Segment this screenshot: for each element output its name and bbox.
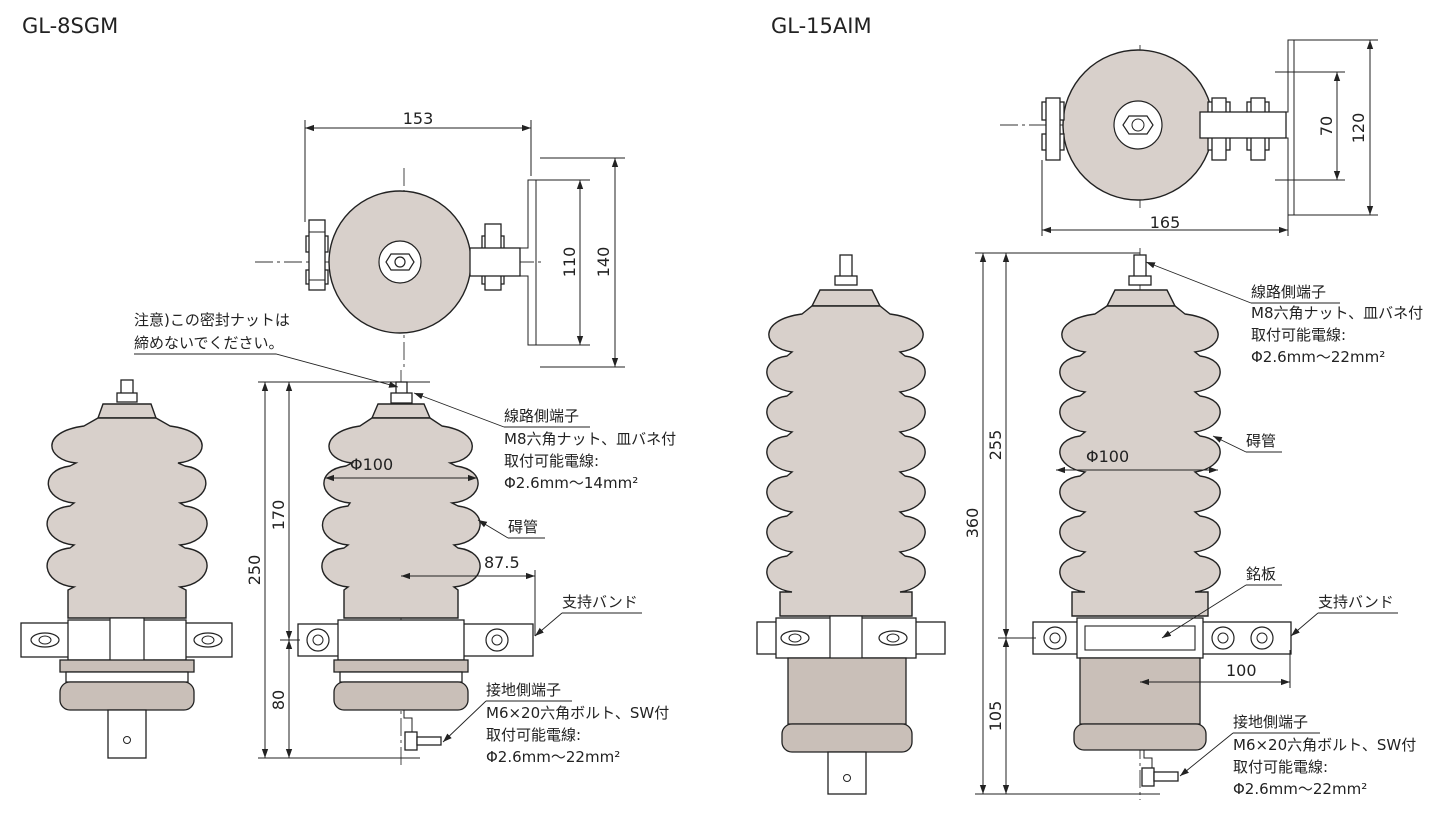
- dim-87-5: 87.5: [484, 553, 520, 572]
- dim-140: 140: [594, 247, 613, 278]
- dim-255: 255: [986, 430, 1005, 461]
- dim-110: 110: [560, 247, 579, 278]
- dim-105: 105: [986, 701, 1005, 732]
- left-line-terminal-label: 線路側端子 M8六角ナット、皿バネ付 取付可能電線: Φ2.6mm〜14mm²: [414, 393, 676, 492]
- right-nameplate-label: 銘板: [1162, 565, 1282, 638]
- note-line-2: 締めないでください。: [134, 334, 284, 352]
- ground-terminal-spec-right: M6×20六角ボルト、SW付: [1233, 736, 1416, 754]
- left-side-view-a: [20, 379, 233, 759]
- line-terminal-range-right: Φ2.6mm〜22mm²: [1251, 348, 1385, 366]
- dim-70: 70: [1317, 116, 1336, 136]
- left-side-view-b: [297, 370, 534, 765]
- insulator-label-right: 碍管: [1246, 432, 1276, 450]
- line-terminal-wire-right: 取付可能電線:: [1251, 326, 1346, 344]
- note-line-1: 注意)この密封ナットは: [134, 311, 290, 329]
- ground-terminal-spec: M6×20六角ボルト、SW付: [486, 704, 669, 722]
- right-line-terminal-label: 線路側端子 M8六角ナット、皿バネ付 取付可能電線: Φ2.6mm〜22mm²: [1146, 262, 1423, 366]
- left-ground-terminal-label: 接地側端子 M6×20六角ボルト、SW付 取付可能電線: Φ2.6mm〜22mm…: [443, 681, 669, 766]
- line-terminal-range: Φ2.6mm〜14mm²: [504, 474, 638, 492]
- line-terminal-spec-right: M8六角ナット、皿バネ付: [1251, 304, 1423, 322]
- ground-terminal-title: 接地側端子: [486, 681, 561, 699]
- line-terminal-wire: 取付可能電線:: [504, 452, 599, 470]
- right-top-view: [1000, 39, 1298, 216]
- left-top-view: [255, 168, 545, 368]
- title-left: GL-8SGM: [22, 14, 118, 38]
- dim-165: 165: [1150, 213, 1181, 232]
- dim-100: 100: [1226, 661, 1257, 680]
- ground-terminal-range-right: Φ2.6mm〜22mm²: [1233, 780, 1367, 798]
- dim-360: 360: [963, 508, 982, 539]
- ground-terminal-title-right: 接地側端子: [1233, 713, 1308, 731]
- line-terminal-title: 線路側端子: [504, 407, 579, 425]
- dim-dia-left: Φ100: [350, 455, 393, 474]
- ground-terminal-wire-right: 取付可能電線:: [1233, 758, 1328, 776]
- dim-120: 120: [1349, 113, 1368, 144]
- right-insulator-label: 碍管: [1213, 432, 1282, 453]
- left-band-label: 支持バンド: [535, 593, 642, 636]
- right-side-view-a: [756, 254, 946, 795]
- dim-dia-right: Φ100: [1086, 447, 1129, 466]
- right-band-label: 支持バンド: [1291, 593, 1398, 636]
- nameplate-label: 銘板: [1246, 565, 1276, 583]
- insulator-label: 碍管: [508, 518, 538, 536]
- band-label-right: 支持バンド: [1318, 593, 1394, 611]
- line-terminal-spec: M8六角ナット、皿バネ付: [504, 430, 676, 448]
- ground-terminal-range: Φ2.6mm〜22mm²: [486, 748, 620, 766]
- left-note: 注意)この密封ナットは 締めないでください。: [134, 311, 399, 388]
- dim-80: 80: [269, 690, 288, 710]
- right-ground-terminal-label: 接地側端子 M6×20六角ボルト、SW付 取付可能電線: Φ2.6mm〜22mm…: [1180, 713, 1416, 798]
- band-label: 支持バンド: [562, 593, 638, 611]
- dim-170: 170: [269, 500, 288, 531]
- line-terminal-title-right: 線路側端子: [1251, 283, 1326, 301]
- left-insulator-label: 碍管: [478, 518, 545, 539]
- dim-250: 250: [245, 555, 264, 586]
- title-right: GL-15AIM: [771, 14, 872, 38]
- dim-153: 153: [403, 109, 434, 128]
- ground-terminal-wire: 取付可能電線:: [486, 726, 581, 744]
- right-side-view-b: [1032, 248, 1292, 800]
